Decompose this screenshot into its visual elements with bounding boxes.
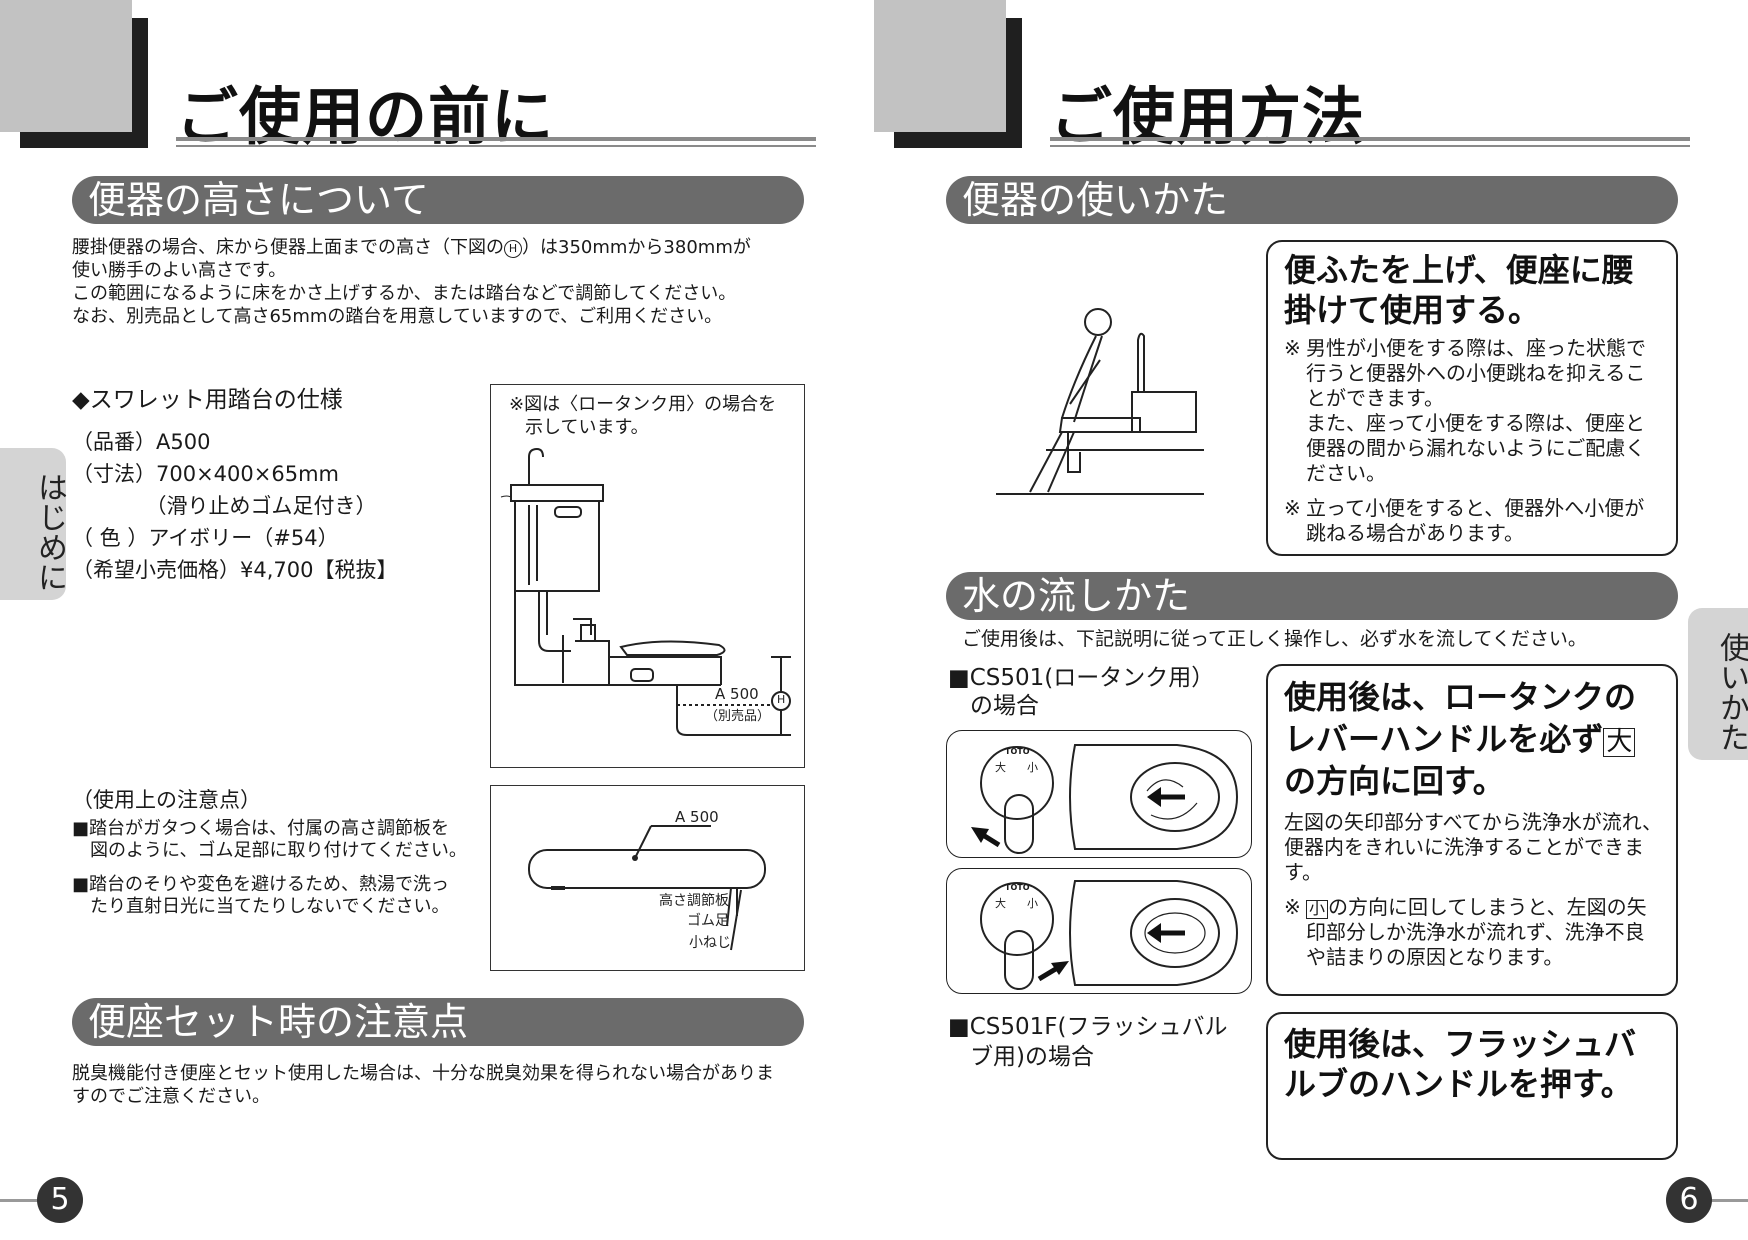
seated-person-illustration (996, 308, 1204, 495)
lever-big-kanji: 大 (995, 761, 1006, 774)
label-a500: A 500 (715, 685, 759, 703)
seat-caution-text: 脱臭機能付き便座とセット使用した場合は、十分な脱臭効果を得られない場合がありま … (72, 1063, 774, 1107)
spec-row: （滑り止めゴム足付き） (72, 494, 377, 518)
caution-item: ■踏台のそりや変色を避けるため、熱湯で洗っ たり直射日光に当てたりしないでくださ… (72, 874, 450, 917)
cs501-label: ■CS501(ロータンク用） の場合 (948, 665, 1215, 719)
left-title-rule (176, 137, 816, 141)
label-h: H (777, 693, 786, 706)
left-title-rule-2 (176, 145, 816, 147)
lever-small-kanji-2: 小 (1027, 897, 1038, 910)
flush-valve-heading: 使用後は、フラッシュバ ルブのハンドルを押す。 (1284, 1025, 1637, 1103)
kanji-box-small: 小 (1306, 900, 1329, 919)
left-footer-line (0, 1199, 40, 1202)
page-number-right: 6 (1666, 1177, 1712, 1223)
lever-brand-2: TOTO (1005, 883, 1030, 892)
spec-row: （希望小売価格）¥4,700【税抜】 (72, 558, 398, 582)
figure-step-height-plate: A 500 高さ調節板 ゴム足 小ねじ (490, 785, 805, 971)
right-page-title: ご使用方法 (1050, 80, 1366, 153)
flushing-intro: ご使用後は、下記説明に従って正しく操作し、必ず水を流してください。 (962, 628, 1587, 650)
spec-row: （ 色 ）アイボリー（#54） (72, 526, 339, 550)
usage-note-1: ※ 男性が小便をする際は、座った状態で 行うと便器外への小便跳ねを抑えるこ とが… (1284, 336, 1646, 485)
flush-lever-heading: 使用後は、ロータンクの レバーハンドルを必ず大 の方向に回す。 (1284, 678, 1637, 800)
cs501f-label: ■CS501F(フラッシュバル ブ用)の場合 (948, 1014, 1228, 1070)
usage-note-2: ※ 立って小便をすると、便器外へ小便が 跳ねる場合があります。 (1284, 496, 1645, 545)
right-title-rule-2 (1050, 145, 1690, 147)
caution-list: ■踏台がガタつく場合は、付属の高さ調節板を 図のように、ゴム足部に取り付けてくだ… (72, 818, 482, 918)
flush-valve-box: 使用後は、フラッシュバ ルブのハンドルを押す。 (1266, 1012, 1678, 1160)
label-sold-separately: （別売品） (705, 709, 771, 724)
toilet-illustration (500, 447, 791, 736)
step-spec-list: （品番）A500 （寸法）700×400×65mm （滑り止めゴム足付き） （ … (72, 426, 397, 586)
lever-big-kanji-2: 大 (995, 897, 1006, 910)
spec-row: （寸法）700×400×65mm (72, 462, 339, 486)
page-number-left: 5 (37, 1177, 83, 1223)
section-heading-seat-caution: 便座セット時の注意点 (72, 998, 804, 1046)
kanji-box-big: 大 (1603, 728, 1636, 758)
usage-box: 便ふたを上げ、便座に腰 掛けて使用する。 ※ 男性が小便をする際は、座った状態で… (1266, 240, 1678, 556)
section-heading-flushing: 水の流しかた (946, 572, 1678, 620)
lever-big-illustration (971, 744, 1239, 854)
spec-row: （品番）A500 (72, 430, 211, 454)
label-rubber-foot: ゴム足 (687, 913, 729, 929)
flush-lever-note: ※ 小の方向に回してしまうと、左図の矢 印部分しか洗浄水が流れず、洗浄不良 や詰… (1284, 895, 1647, 969)
figure-toilet-with-step: ※図は〈ロータンク用〉の場合を 示しています。 (490, 384, 805, 768)
right-footer-line (1708, 1199, 1748, 1202)
right-header-accent (874, 0, 1006, 132)
tab-hajimeni[interactable]: はじめに (0, 448, 67, 600)
step-illustration (528, 825, 766, 951)
lever-small-illustration (980, 880, 1239, 990)
right-title-rule (1050, 137, 1690, 141)
flush-lever-box: 使用後は、ロータンクの レバーハンドルを必ず大 の方向に回す。 左図の矢印部分す… (1266, 664, 1678, 996)
step-spec-title: ◆スワレット用踏台の仕様 (72, 387, 343, 413)
lever-small-kanji: 小 (1027, 761, 1038, 774)
lever-brand: TOTO (1005, 747, 1030, 756)
tab-tsukaikata[interactable]: 使いかた (1688, 608, 1748, 760)
h-mark: H (504, 240, 522, 258)
caution-item: ■踏台がガタつく場合は、付属の高さ調節板を 図のように、ゴム足部に取り付けてくだ… (72, 818, 467, 861)
caution-title: （使用上の注意点） (72, 788, 261, 812)
flush-lever-text: 左図の矢印部分すべてから洗浄水が流れ、 便器内をきれいに洗浄することができま す… (1284, 810, 1662, 884)
figure-note: ※図は〈ロータンク用〉の場合を 示しています。 (509, 394, 777, 438)
label-height-plate: 高さ調節板 (659, 893, 729, 909)
lever-panel-big: TOTO 大 小 (946, 730, 1252, 858)
section-heading-toilet-height: 便器の高さについて (72, 176, 804, 224)
left-page-title: ご使用の前に (176, 80, 555, 153)
label-a500-2: A 500 (675, 808, 719, 826)
left-header-accent (0, 0, 132, 132)
lever-panel-small: TOTO 大 小 (946, 868, 1252, 994)
section-heading-how-to-use: 便器の使いかた (946, 176, 1678, 224)
usage-box-heading: 便ふたを上げ、便座に腰 掛けて使用する。 (1284, 251, 1634, 329)
label-small-screw: 小ねじ (689, 935, 731, 951)
